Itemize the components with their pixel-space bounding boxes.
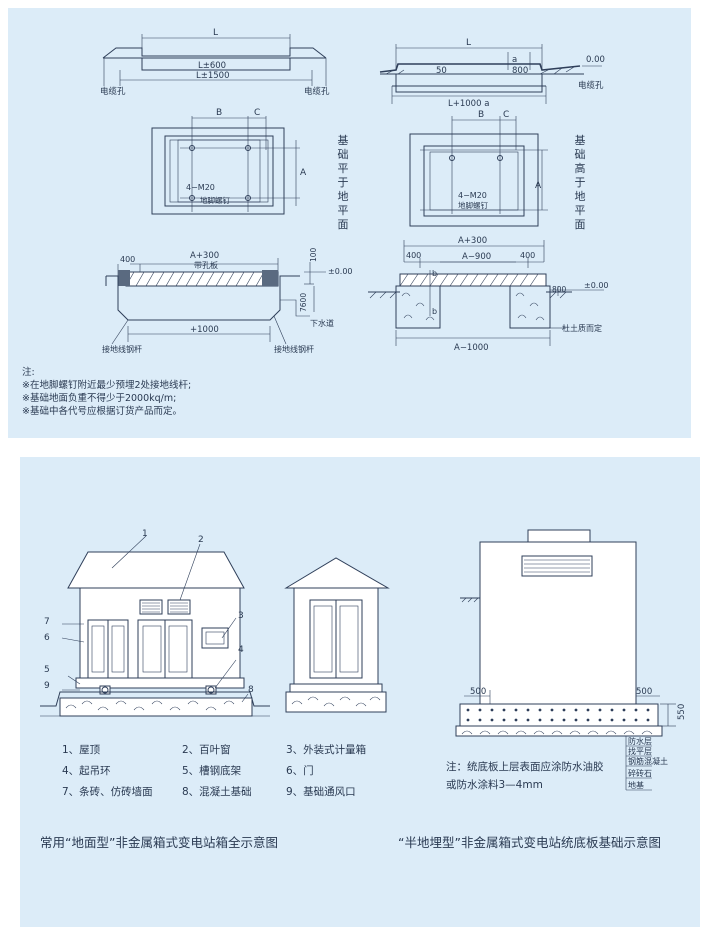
- layer-ground: 地基: [628, 780, 644, 790]
- label-raised-vertical: 基础高于地平面: [574, 134, 586, 231]
- legend-item-6: 6、门: [286, 765, 314, 777]
- substation-front-view: [40, 535, 270, 717]
- substation-side-view: [284, 557, 390, 713]
- d4-m20-label: 4−M20: [458, 191, 487, 200]
- d4-A-label: A: [535, 181, 542, 191]
- semi-550-label: 550: [677, 704, 687, 720]
- note-line-3: ※基础中各代号应根据订货产品而定。: [22, 406, 182, 417]
- foundation-section-raised: [368, 240, 604, 346]
- d1-L1500-label: L±1500: [196, 71, 230, 81]
- d4-C-label: C: [503, 110, 509, 120]
- layer-waterproof: 防水层: [628, 736, 652, 746]
- d5-pm0-label: ±0.00: [328, 267, 353, 276]
- d5-ground1-label: 接地线钢杆: [102, 344, 142, 354]
- d6-b1-label: b: [432, 269, 437, 278]
- d1-cable-left: 电缆孔: [100, 86, 126, 97]
- legend-item-5: 5、槽钢底架: [182, 765, 242, 777]
- caption-semi-underground-type: “半地埋型”非金属箱式变电站统底板基础示意图: [398, 835, 661, 850]
- d5-ground2-label: 接地线钢杆: [274, 344, 314, 354]
- d6-soil-label: 杜土质而定: [562, 323, 602, 333]
- d1-cable-right: 电缆孔: [304, 86, 330, 97]
- callout-6: 6: [44, 633, 50, 643]
- d4-bolt-label: 地脚螺钉: [458, 200, 488, 210]
- note-line-2: ※基础地面负重不得少于2000kq/m;: [22, 393, 177, 404]
- label-flush-vertical: 基础平于地平面: [337, 134, 349, 231]
- d6-400a-label: 400: [406, 251, 421, 260]
- d5-400-label: 400: [120, 255, 135, 264]
- d6-A300-label: A+300: [458, 236, 487, 246]
- d3-m20-label: 4−M20: [186, 183, 215, 192]
- d6-800-label: 800: [552, 285, 567, 294]
- d6-pm0-label: ±0.00: [584, 281, 609, 290]
- d2-800-label: 800: [512, 66, 528, 76]
- callout-9: 9: [44, 681, 50, 691]
- d6-A1000-label: A−1000: [454, 343, 489, 353]
- d3-C-label: C: [254, 108, 260, 118]
- d6-b2-label: b: [432, 307, 437, 316]
- note-line-1: ※在地脚螺钉附近最少预埋2处接地线杆;: [22, 380, 192, 391]
- d5-A300-label: A+300: [190, 251, 219, 261]
- legend-item-4: 4、起吊环: [62, 765, 111, 777]
- callout-4: 4: [238, 645, 244, 655]
- layer-gravel: 碎砖石: [628, 768, 652, 778]
- semi-note-line-2: 或防水涂料3—4mm: [446, 779, 543, 791]
- notes-block: 注: ※在地脚螺钉附近最少预埋2处接地线杆; ※基础地面负重不得少于2000kq…: [22, 366, 191, 418]
- section-drawing-left: [102, 34, 327, 86]
- d6-400b-label: 400: [520, 251, 535, 260]
- d5-drain-label: 下水道: [310, 318, 334, 328]
- callout-5: 5: [44, 665, 50, 675]
- legend-item-2: 2、百叶窗: [182, 744, 231, 756]
- section-drawing-right: [379, 44, 602, 104]
- callout-8: 8: [248, 685, 254, 695]
- d5-100-label: 100: [309, 247, 318, 262]
- d3-bolt-label: 地脚螺钉: [200, 195, 230, 205]
- top-technical-panel: [8, 8, 691, 438]
- caption-ground-type: 常用“地面型”非金属箱式变电站箱全示意图: [40, 835, 278, 850]
- d2-L1000a-label: L+1000 a: [448, 99, 489, 109]
- d2-L-label: L: [466, 38, 471, 48]
- legend-item-1: 1、屋顶: [62, 744, 101, 756]
- d2-cable-label: 电缆孔: [578, 80, 604, 91]
- layer-concrete: 钢筋混凝土: [628, 756, 668, 766]
- d2-a-label: a: [512, 55, 517, 65]
- plan-drawing-raised: [409, 116, 548, 227]
- d1-L600-label: L±600: [198, 61, 226, 71]
- note-title: 注:: [22, 367, 35, 378]
- d3-B-label: B: [216, 108, 222, 118]
- callout-3: 3: [238, 611, 244, 621]
- legend-item-8: 8、混凝土基础: [182, 786, 252, 798]
- d5-p1000-label: +1000: [190, 325, 219, 335]
- legend-item-9: 9、基础通风口: [286, 786, 356, 798]
- semi-500a-label: 500: [470, 687, 486, 697]
- d5-hole-label: 带孔板: [194, 260, 218, 270]
- d4-B-label: B: [478, 110, 484, 120]
- d3-A-label: A: [300, 168, 307, 178]
- d5-7600-label: 7600: [299, 293, 308, 312]
- callout-1: 1: [142, 529, 148, 539]
- legend-item-7: 7、条砖、仿砖墙面: [62, 786, 153, 798]
- d2-50-label: 50: [436, 66, 447, 76]
- plan-drawing-flush: [151, 116, 300, 215]
- d6-A900-label: A−900: [462, 252, 491, 262]
- d1-L-label: L: [213, 28, 218, 38]
- semi-note-line-1: 注：统底板上层表面应涂防水油胶: [446, 761, 604, 773]
- semi-underground-view: [455, 529, 676, 791]
- callout-2: 2: [198, 535, 204, 545]
- d2-zero-label: 0.00: [586, 55, 605, 65]
- callout-7: 7: [44, 617, 50, 627]
- layer-leveling: 找平层: [628, 746, 652, 756]
- foundation-section-flush: [105, 258, 326, 345]
- semi-500b-label: 500: [636, 687, 652, 697]
- legend-item-3: 3、外装式计量箱: [286, 744, 367, 756]
